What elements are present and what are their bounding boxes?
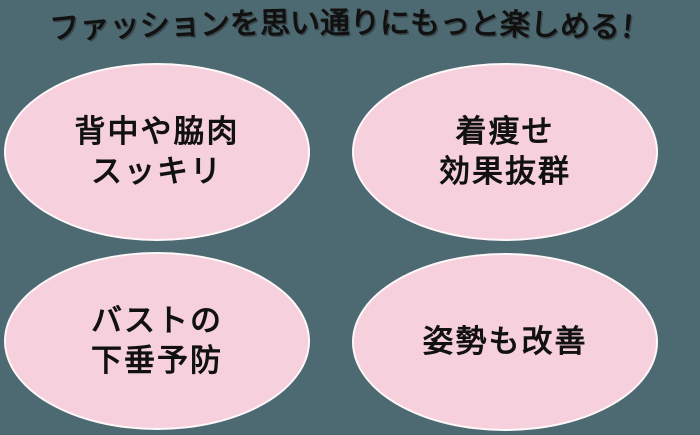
title-char: シ xyxy=(138,7,172,45)
benefit-bubble-back-slimming: 背中や脇肉 スッキリ xyxy=(4,63,310,241)
title-char: に xyxy=(379,5,411,42)
benefit-bubble-posture: 姿勢も改善 xyxy=(352,253,658,431)
benefit-bubble-slimming-look: 着痩せ 効果抜群 xyxy=(352,63,658,241)
title-char: 思 xyxy=(259,5,291,42)
title-char: も xyxy=(409,5,441,42)
benefit-label-slimming-look: 着痩せ 効果抜群 xyxy=(439,114,571,190)
title-char: を xyxy=(229,6,261,43)
title-char: フ xyxy=(48,9,82,48)
title-char: ァ xyxy=(78,8,112,47)
benefit-bubble-bust-sag: バストの 下垂予防 xyxy=(4,252,310,430)
page-title-arc: ファッションを思い通りにもっと楽しめる！ xyxy=(0,5,700,48)
title-char: っ xyxy=(439,6,471,43)
title-char: め xyxy=(558,7,592,46)
title-char: と xyxy=(469,6,501,43)
title-char: 楽 xyxy=(498,6,532,44)
title-char: し xyxy=(528,7,562,45)
benefit-label-back-slimming: 背中や脇肉 スッキリ xyxy=(74,114,240,190)
title-char: り xyxy=(349,5,381,42)
benefit-label-bust-sag: バストの 下垂予防 xyxy=(91,303,223,379)
title-char: る xyxy=(588,8,622,47)
title-char: 通 xyxy=(319,5,351,42)
title-char: ッ xyxy=(108,7,142,46)
title-char: い xyxy=(289,5,321,42)
benefit-label-posture: 姿勢も改善 xyxy=(422,324,588,360)
title-char: ン xyxy=(199,6,231,43)
title-char: ョ xyxy=(168,6,202,44)
title-char: ！ xyxy=(618,9,652,48)
